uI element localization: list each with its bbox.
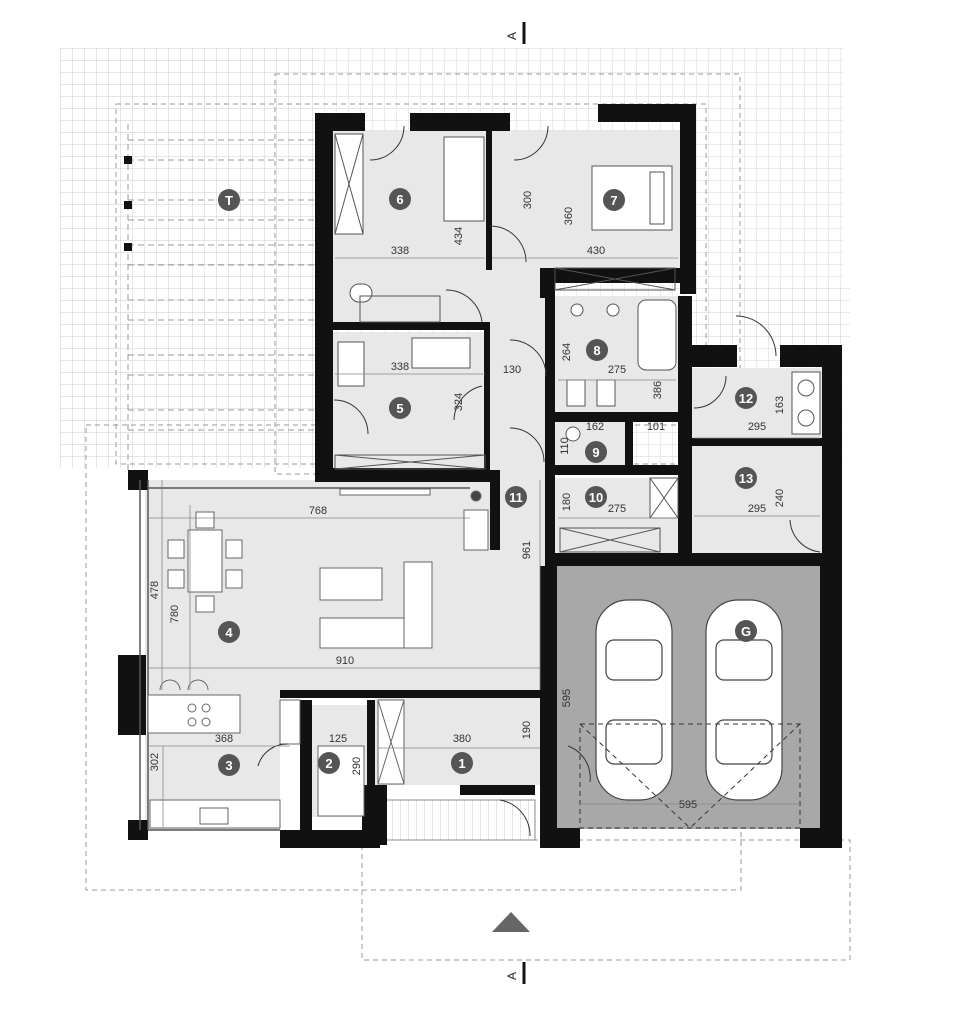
dim-label: 302 <box>149 753 161 771</box>
room-label: 3 <box>225 758 232 773</box>
entrance-wardrobe <box>377 699 405 785</box>
dim-label: 130 <box>503 364 521 376</box>
room-label: 11 <box>509 490 523 505</box>
room-badge-G: G <box>735 620 757 642</box>
dimension-labels: 338 434 430 300 360 338 324 130 275 264 … <box>149 191 786 811</box>
section-label: A <box>505 32 519 40</box>
room-label: 5 <box>396 401 403 416</box>
room-label: 8 <box>593 343 600 358</box>
dim-label: 380 <box>453 733 471 745</box>
room-label: 12 <box>739 391 753 406</box>
terrace-posts <box>124 156 132 251</box>
living-room-furniture <box>167 488 489 649</box>
dimension-lines <box>148 257 820 828</box>
room-label: 13 <box>739 471 753 486</box>
dim-label: 434 <box>453 227 465 245</box>
dim-label: 478 <box>149 581 161 599</box>
room-badge-12: 12 <box>735 387 757 409</box>
room-label: 10 <box>589 490 603 505</box>
room-badge-1: 1 <box>451 752 473 774</box>
thin-walls <box>139 480 470 831</box>
dim-label: 162 <box>586 421 604 433</box>
dim-label: 430 <box>587 245 605 257</box>
room-label: 4 <box>225 625 233 640</box>
dim-label: 338 <box>391 245 409 257</box>
dim-label: 101 <box>647 421 665 433</box>
room-label: G <box>741 624 751 639</box>
dim-label: 163 <box>774 396 786 414</box>
room-label: 2 <box>325 756 332 771</box>
door-swings <box>257 125 821 837</box>
room-badge-10: 10 <box>585 486 607 508</box>
dim-label: 180 <box>561 493 573 511</box>
dim-label: 190 <box>521 721 533 739</box>
room-label: 6 <box>396 192 403 207</box>
walls <box>118 104 842 848</box>
room-badge-6: 6 <box>389 188 411 210</box>
kitchen-fixtures <box>147 679 365 829</box>
room-5-furniture <box>334 337 486 470</box>
dim-label: 780 <box>169 605 181 623</box>
room-10-wardrobe <box>559 477 679 553</box>
room-badge-11: 11 <box>505 486 527 508</box>
dim-label: 595 <box>679 799 697 811</box>
dim-label: 368 <box>215 733 233 745</box>
room-badge-2: 2 <box>318 752 340 774</box>
bathroom-fixtures <box>565 299 677 442</box>
dim-label: 910 <box>336 655 354 667</box>
dim-label: 768 <box>309 505 327 517</box>
dim-label: 110 <box>559 437 571 455</box>
dim-label: 360 <box>563 207 575 225</box>
room-label: T <box>225 193 233 208</box>
dim-label: 275 <box>608 364 626 376</box>
section-marker-bottom: A <box>505 962 526 984</box>
room-label: 7 <box>610 193 617 208</box>
dim-label: 300 <box>522 191 534 209</box>
room-badge-T: T <box>218 189 240 211</box>
entrance-arrow-icon <box>492 912 530 932</box>
entrance-porch <box>384 799 536 841</box>
dim-label: 264 <box>561 343 573 361</box>
room-badge-4: 4 <box>218 621 240 643</box>
dim-label: 275 <box>608 503 626 515</box>
room-12-equipment <box>791 371 821 435</box>
dim-label: 386 <box>652 381 664 399</box>
section-marker-top: A <box>505 22 526 44</box>
section-label: A <box>505 972 519 980</box>
room-badge-8: 8 <box>586 339 608 361</box>
room-badge-9: 9 <box>585 441 607 463</box>
garage-cars <box>595 599 783 801</box>
garage-door-swing <box>579 723 801 829</box>
room-badge-13: 13 <box>735 467 757 489</box>
dim-label: 324 <box>453 393 465 411</box>
dim-label: 240 <box>774 489 786 507</box>
dim-label: 295 <box>748 421 766 433</box>
dim-label: 125 <box>329 733 347 745</box>
dim-label: 595 <box>561 689 573 707</box>
room-badges: T 1 2 3 4 5 6 7 8 9 10 11 12 13 G <box>218 188 757 776</box>
room-label: 9 <box>592 445 599 460</box>
dim-label: 961 <box>521 541 533 559</box>
room-badge-5: 5 <box>389 397 411 419</box>
dim-label: 295 <box>748 503 766 515</box>
room-badge-3: 3 <box>218 754 240 776</box>
room-label: 1 <box>458 756 465 771</box>
room-badge-7: 7 <box>603 189 625 211</box>
room-6-furniture <box>334 133 485 323</box>
dim-label: 290 <box>351 757 363 775</box>
dim-label: 338 <box>391 361 409 373</box>
